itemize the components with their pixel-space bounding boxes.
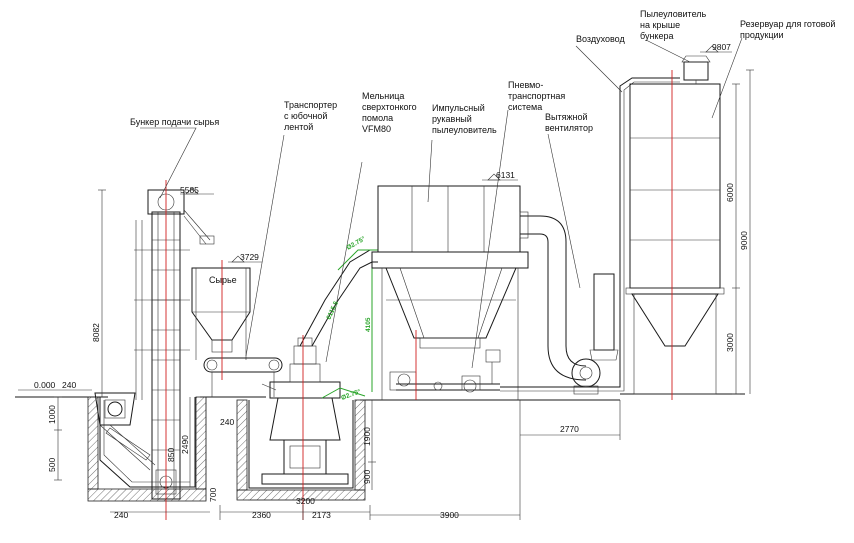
dim-9000: 9000 [739,231,749,250]
mill-vfm80 [261,337,349,485]
dim-6000: 6000 [725,183,735,202]
mill-duct [299,249,378,399]
fan-duct [519,211,587,381]
dim-3900: 3900 [440,510,459,520]
label-collector-1: Импульсный [432,103,485,113]
left-pit [87,396,207,502]
dim-500: 500 [47,458,57,472]
label-mill-3: помола [362,113,393,123]
label-raw: Сырье [209,275,237,285]
label-pneumo-1: Пневмо- [508,80,543,90]
label-conveyor-3: лентой [284,122,313,132]
dim-240-top: 240 [62,380,76,390]
label-fan-2: вентилятор [545,123,593,133]
dust-collector [371,185,529,400]
dim-3000: 3000 [725,333,735,352]
label-mill-4: VFM80 [362,124,391,134]
dim-1900: 1900 [362,427,372,446]
dim-6131: 6131 [496,170,515,180]
dim-5585: 5585 [180,185,199,195]
dim-2360: 2360 [252,510,271,520]
leader-lines [140,37,743,369]
dimension-lines [18,45,754,520]
label-mill-2: сверхтонкого [362,102,417,112]
label-pneumo-2: транспортная [508,91,565,101]
centerlines [165,70,673,520]
dim-1000: 1000 [47,405,57,424]
dim-elev-0: 0.000 [34,380,56,390]
pneumatic-line [389,77,680,393]
label-bunker: Бункер подачи сырья [130,117,219,127]
label-mill-1: Мельница [362,91,404,101]
label-roof-collector-2: на крыше [640,20,680,30]
product-silo [625,55,725,395]
dim-9807: 9807 [712,42,731,52]
label-pneumo-3: система [508,102,542,112]
label-roof-collector-3: бункера [640,31,673,41]
dim-3200: 3200 [296,496,315,506]
dim-3729: 3729 [240,252,259,262]
label-reservoir-2: продукции [740,30,784,40]
dim-900: 900 [362,470,372,484]
dim-240-bot: 240 [114,510,128,520]
dim-8082: 8082 [91,323,101,342]
label-fan-1: Вытяжной [545,112,588,122]
belt-conveyor [203,357,283,397]
ground-line [15,393,745,401]
raw-bunker [94,392,156,471]
dim-green-height: 4105 [365,317,372,332]
dim-850: 850 [166,448,176,462]
mill-pit [236,399,366,501]
label-reservoir-1: Резервуар для готовой [740,19,835,29]
dim-2173: 2173 [312,510,331,520]
label-conveyor-1: Транспортер [284,100,337,110]
dim-2770: 2770 [560,424,579,434]
label-collector-3: пылеуловитель [432,125,497,135]
dim-700: 700 [208,488,218,502]
exhaust-fan [571,273,619,395]
dim-green-length: 6115.5 [325,300,340,321]
label-collector-2: рукавный [432,114,472,124]
label-air-duct: Воздуховод [576,34,625,44]
label-conveyor-2: с юбочной [284,111,327,121]
dim-2490: 2490 [180,435,190,454]
label-roof-collector-1: Пылеуловитель [640,9,707,19]
dim-240-mid: 240 [220,417,234,427]
